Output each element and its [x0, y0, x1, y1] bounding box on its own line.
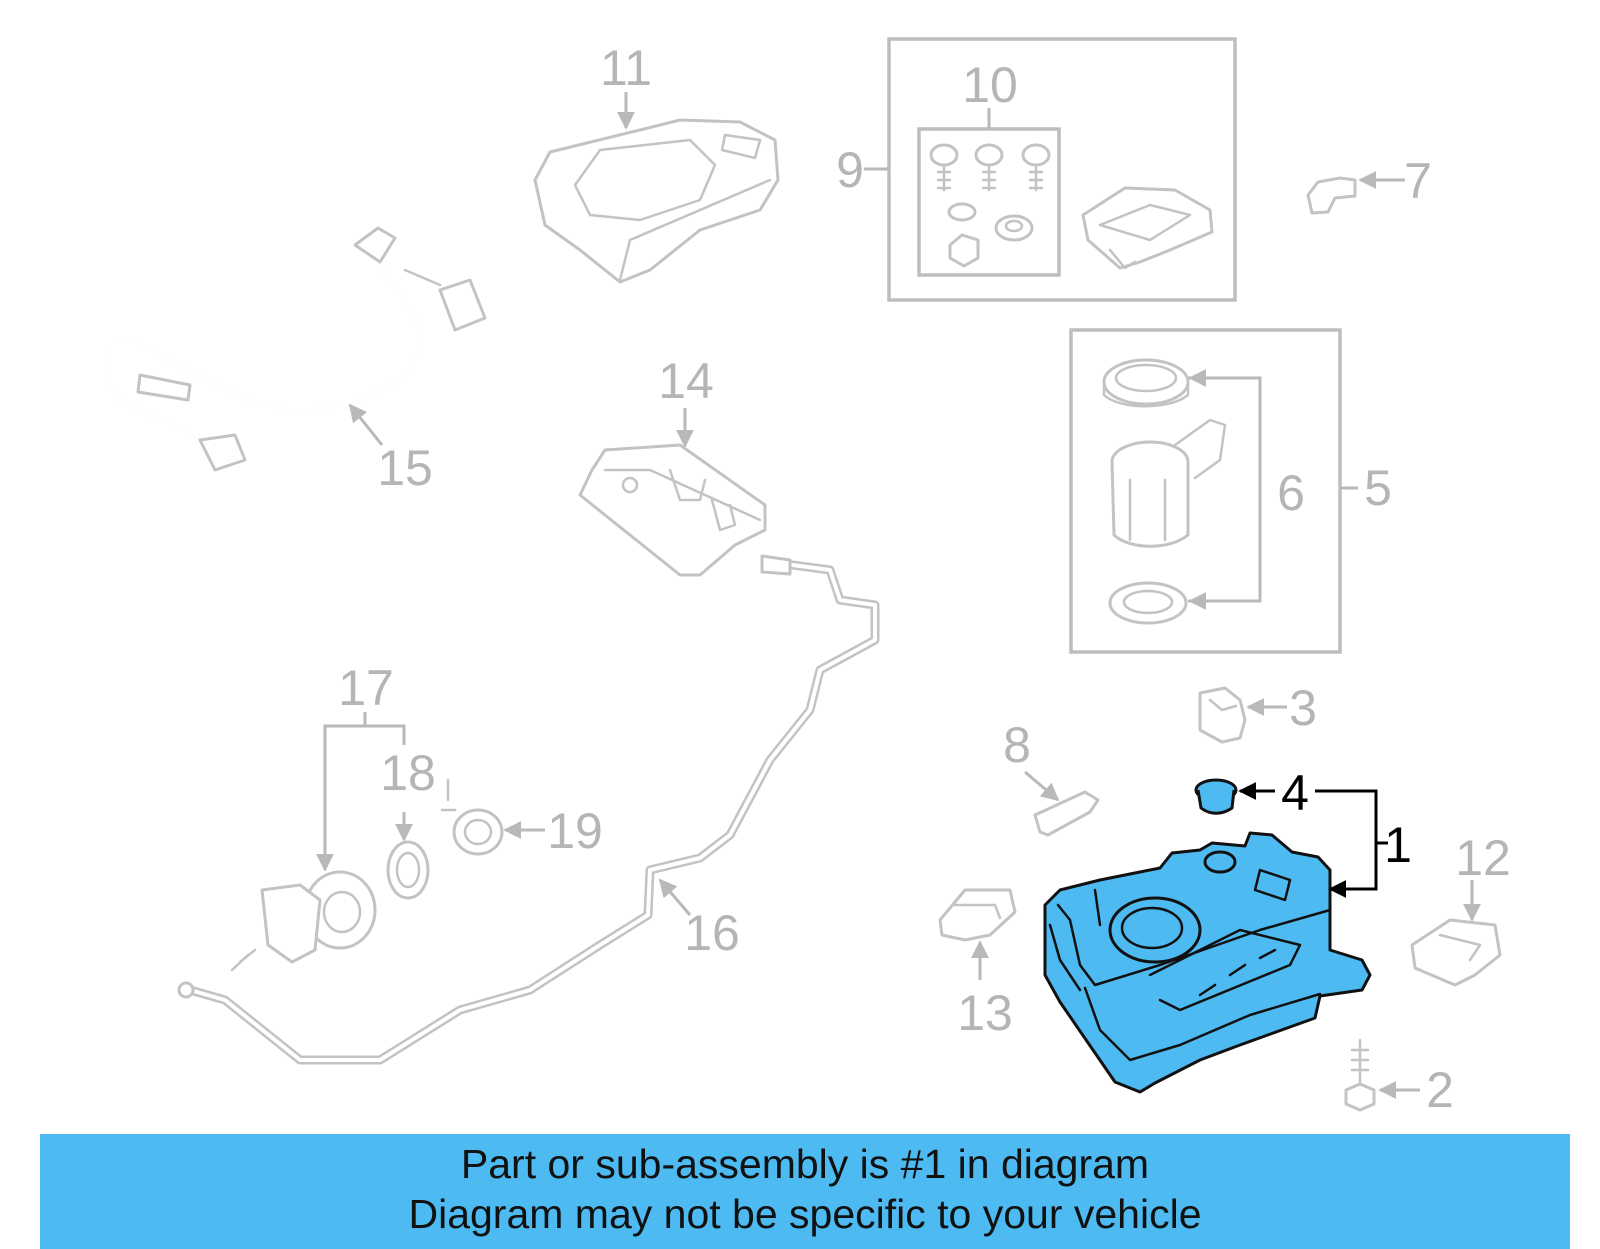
part-6-pump — [1110, 418, 1227, 548]
callout-1: 1 — [1384, 817, 1412, 873]
part-2-bolt — [1344, 1038, 1376, 1112]
callout-13: 13 — [957, 985, 1013, 1041]
box-9 — [887, 37, 1237, 302]
callout-7: 7 — [1404, 153, 1432, 209]
callout-2: 2 — [1426, 1062, 1454, 1118]
part-4-cap — [1194, 778, 1238, 815]
banner-line-part: Part or sub-assembly is #1 in diagram — [460, 1141, 1150, 1187]
banner-line-disclaimer: Diagram may not be specific to your vehi… — [408, 1191, 1202, 1237]
part-3-clip — [1198, 686, 1247, 744]
leader-8 — [1024, 770, 1060, 802]
info-banner: Part or sub-assembly is #1 in diagram Di… — [40, 1134, 1570, 1249]
callout-18: 18 — [380, 745, 436, 801]
bracket-6 — [1188, 376, 1262, 603]
callout-14: 14 — [658, 353, 714, 409]
part-12-bracket — [1410, 918, 1502, 987]
part-6-pump-ring — [1102, 358, 1190, 408]
callout-5: 5 — [1364, 460, 1392, 516]
part-10-screws — [929, 143, 1051, 268]
callout-6: 6 — [1277, 465, 1305, 521]
part-18-seal — [386, 840, 430, 900]
part-11-cover — [533, 118, 780, 284]
part-1-fuel-tank — [1043, 831, 1372, 1094]
leader-15 — [348, 403, 384, 446]
part-8-bracket — [1033, 790, 1100, 837]
box-5 — [1069, 328, 1342, 654]
callout-8: 8 — [1003, 717, 1031, 773]
part-17-valve — [230, 870, 377, 972]
part-16-fuel-line — [177, 554, 880, 1065]
callout-9: 9 — [836, 142, 864, 198]
part-9-module — [1081, 186, 1214, 270]
part-13-bracket — [938, 888, 1017, 942]
callout-15: 15 — [377, 440, 433, 496]
callout-17: 17 — [338, 660, 394, 716]
part-19-ring — [440, 778, 504, 856]
leader-16 — [658, 878, 692, 916]
part-7-connector — [1306, 176, 1357, 215]
callout-10: 10 — [962, 57, 1018, 113]
part-6-pump-seal — [1108, 581, 1188, 625]
callout-3: 3 — [1289, 680, 1317, 736]
callout-4: 4 — [1281, 765, 1309, 821]
callout-19: 19 — [547, 803, 603, 859]
callout-11: 11 — [600, 40, 652, 96]
part-14-bracket — [578, 443, 767, 577]
callout-12: 12 — [1455, 830, 1511, 886]
part-15-sensor-wire — [104, 226, 487, 472]
callout-16: 16 — [684, 905, 740, 961]
bracket-1 — [1315, 789, 1378, 891]
